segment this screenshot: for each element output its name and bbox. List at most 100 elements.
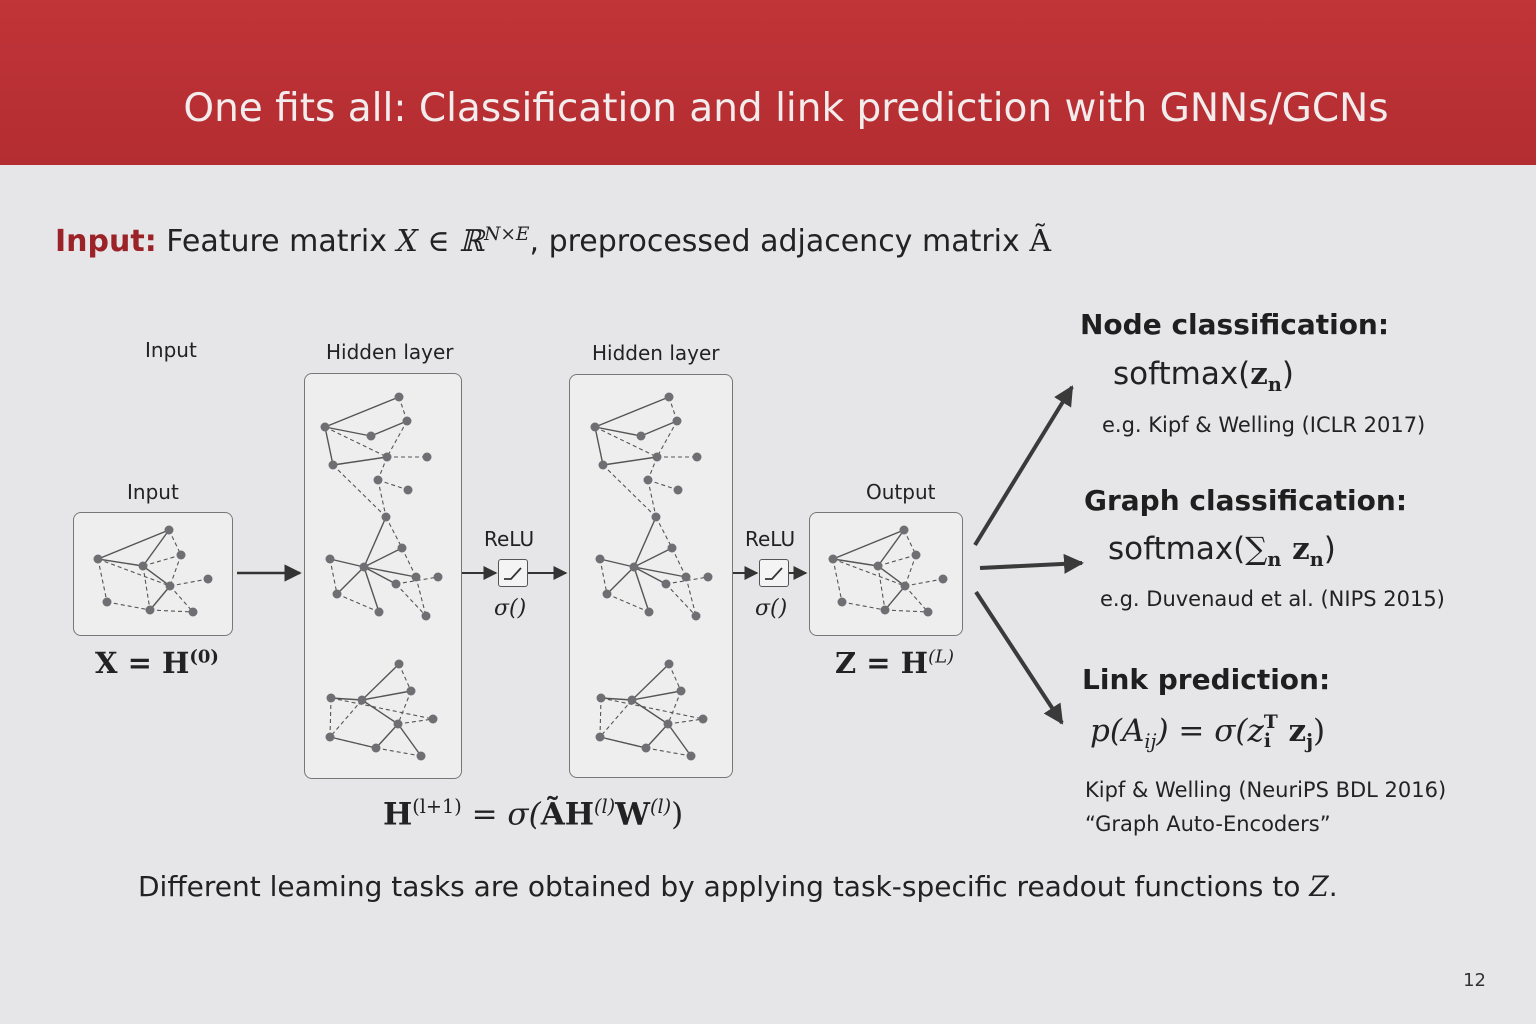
graph-node [651, 512, 661, 522]
prop-adj: ÃH [540, 796, 595, 833]
graph-edge-dashed [398, 663, 412, 692]
graph-edge-dashed [385, 516, 403, 549]
graph-formula-z: z [1281, 531, 1310, 567]
graph-edge-dashed [397, 718, 434, 725]
graph-node [359, 562, 369, 572]
graph-node [664, 659, 674, 669]
propagation-formula: H(l+1) = σ(ÃH(l)W(l)) [383, 795, 683, 832]
graph-edge [594, 396, 670, 428]
graph-edge-dashed [377, 479, 387, 518]
graph-edge [877, 529, 905, 567]
link-formula-mid: ) = σ(z [1156, 713, 1264, 749]
hidden-layer-label-2: Hidden layer [592, 341, 720, 365]
graph-node [102, 597, 112, 607]
prop-close: ) [671, 796, 684, 833]
graph-node [320, 422, 330, 432]
relu-curve-icon [765, 567, 783, 580]
graph-node [374, 607, 384, 617]
graph-edge-dashed [329, 558, 338, 595]
graph-node [381, 512, 391, 522]
graph-edge-dashed [647, 479, 657, 518]
feature-matrix-symbol: X ∈ ℝ [396, 224, 485, 259]
graph-node [663, 719, 673, 729]
sigma-label-1: σ() [494, 596, 527, 621]
graph-edge-dashed [904, 578, 944, 587]
graph-edge [363, 566, 380, 613]
graph-node [641, 743, 651, 753]
graph-node [664, 392, 674, 402]
graph-node [433, 572, 443, 582]
input-formula-sup: (0) [189, 646, 219, 668]
graph-edge [633, 516, 657, 568]
graph-node [203, 574, 213, 584]
graph-node [590, 422, 600, 432]
graph-edge-dashed [97, 558, 108, 603]
relu-activation-2 [759, 559, 789, 587]
graph-edge-dashed [599, 736, 647, 749]
graph-node [873, 561, 883, 571]
graph-edge-dashed [329, 736, 377, 749]
graph-node [596, 693, 606, 703]
graph-node [691, 611, 701, 621]
arrow-to-graph-classification [979, 553, 1084, 574]
graph-node [643, 475, 653, 485]
graph-node [371, 743, 381, 753]
footer-text: Different leaming tasks are obtained by … [138, 870, 1301, 903]
graph-edge-dashed [97, 558, 171, 587]
input-text-before: Feature matrix [166, 224, 387, 259]
graph-edge-dashed [106, 601, 151, 611]
graph-node [145, 605, 155, 615]
graph-node [176, 550, 186, 560]
graph-node [164, 525, 174, 535]
node-formula-sub: n [1267, 373, 1282, 397]
graph-edge-dashed [397, 690, 412, 725]
graph-node [911, 550, 921, 560]
graph-edge-dashed [602, 464, 657, 518]
graph-node [357, 695, 367, 705]
graph-edge [363, 547, 403, 568]
graph-node [165, 581, 175, 591]
feature-matrix-dims: N×E [484, 224, 530, 245]
adjacency-symbol: Ã [1029, 224, 1051, 259]
graph-node [828, 554, 838, 564]
hidden-graph-2 [590, 392, 713, 761]
graph-classification-heading: Graph classification: [1084, 484, 1408, 517]
graph-edge-dashed [667, 718, 704, 725]
graph-node [629, 562, 639, 572]
graph-formula-sub: n [1309, 548, 1324, 572]
graph-edge-dashed [665, 583, 697, 617]
relu-label-1: ReLU [484, 527, 535, 551]
graph-node [627, 695, 637, 705]
graph-edge-dashed [600, 697, 704, 720]
graph-edge [600, 697, 633, 701]
graph-edge-dashed [169, 585, 194, 613]
arrow-to-link-prediction [974, 590, 1064, 725]
link-prediction-reference-title: “Graph Auto-Encoders” [1085, 812, 1331, 836]
title-bar [0, 0, 1536, 165]
graph-node [373, 475, 383, 485]
graph-edge [594, 426, 604, 466]
graph-edge [330, 697, 363, 701]
graph-node [391, 579, 401, 589]
graph-edge [363, 566, 397, 585]
graph-edge [324, 426, 372, 437]
graph-edge [329, 558, 365, 568]
graph-node [93, 554, 103, 564]
graph-edge-dashed [904, 585, 929, 613]
hidden-graph-1 [320, 392, 443, 761]
graph-node [698, 714, 708, 724]
graph-node [422, 452, 432, 462]
graph-edge [324, 426, 334, 466]
graph-edge-dashed [832, 558, 906, 587]
input-formula-lhs: X = H [95, 646, 190, 680]
footer-period: . [1328, 870, 1338, 903]
input-description: Input: Feature matrix X ∈ ℝN×E, preproce… [55, 224, 1051, 259]
graph-edge [361, 690, 412, 701]
graph-edge-dashed [599, 699, 633, 738]
hidden-layer-box-1 [304, 373, 462, 779]
graph-node [692, 452, 702, 462]
relu-activation-1 [498, 559, 528, 587]
graph-edge [599, 558, 635, 568]
graph-edge [324, 396, 400, 428]
